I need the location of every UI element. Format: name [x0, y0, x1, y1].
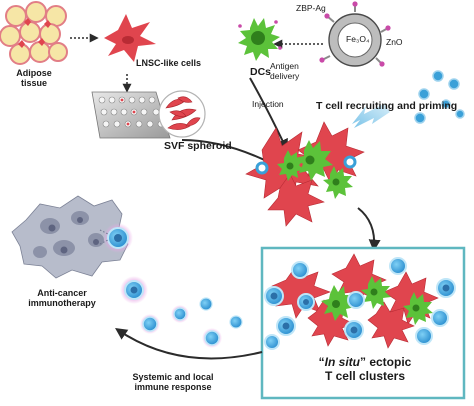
tumor-icon [11, 195, 133, 279]
immune-response-arrow-icon [115, 327, 263, 360]
culture-plate-icon [91, 91, 171, 139]
fe3o4-label: Fe₃O₄ [346, 34, 370, 44]
anti-cancer-label: Anti-cancer immunotherapy [28, 288, 96, 309]
adipose-tissue-icon [0, 1, 68, 65]
zno-label: ZnO [386, 37, 403, 47]
zbp-ag-label: ZBP-Ag [296, 3, 326, 13]
arrow-icon [357, 207, 381, 252]
t-cell-recruit-arrow-icon [352, 104, 390, 128]
svf-spheroid-label: SVF spheroid [164, 140, 232, 152]
ectopic-cluster-icon [264, 253, 456, 350]
t-cell-icon [120, 276, 243, 348]
arrow-icon [249, 77, 288, 152]
systemic-response-label: Systemic and local immune response [132, 372, 214, 393]
t-cell-icon [414, 70, 465, 124]
adipose-tissue-label: Adipose tissue [16, 68, 52, 89]
injection-label: Injection [252, 99, 284, 109]
lnsc-like-cells-label: LNSC-like cells [136, 58, 202, 68]
antigen-delivery-label: Antigen delivery [270, 61, 300, 81]
upper-cell-cluster-icon [245, 121, 365, 227]
dcs-label: DCs [250, 66, 272, 78]
t-cell-recruiting-label: T cell recruiting and priming [316, 100, 458, 112]
dc-cell-icon [238, 18, 282, 61]
in-situ-cluster-label: “In situ” ectopic T cell clusters [318, 355, 412, 383]
nanoparticle-icon [319, 1, 391, 67]
spheroid-icon [158, 90, 206, 138]
